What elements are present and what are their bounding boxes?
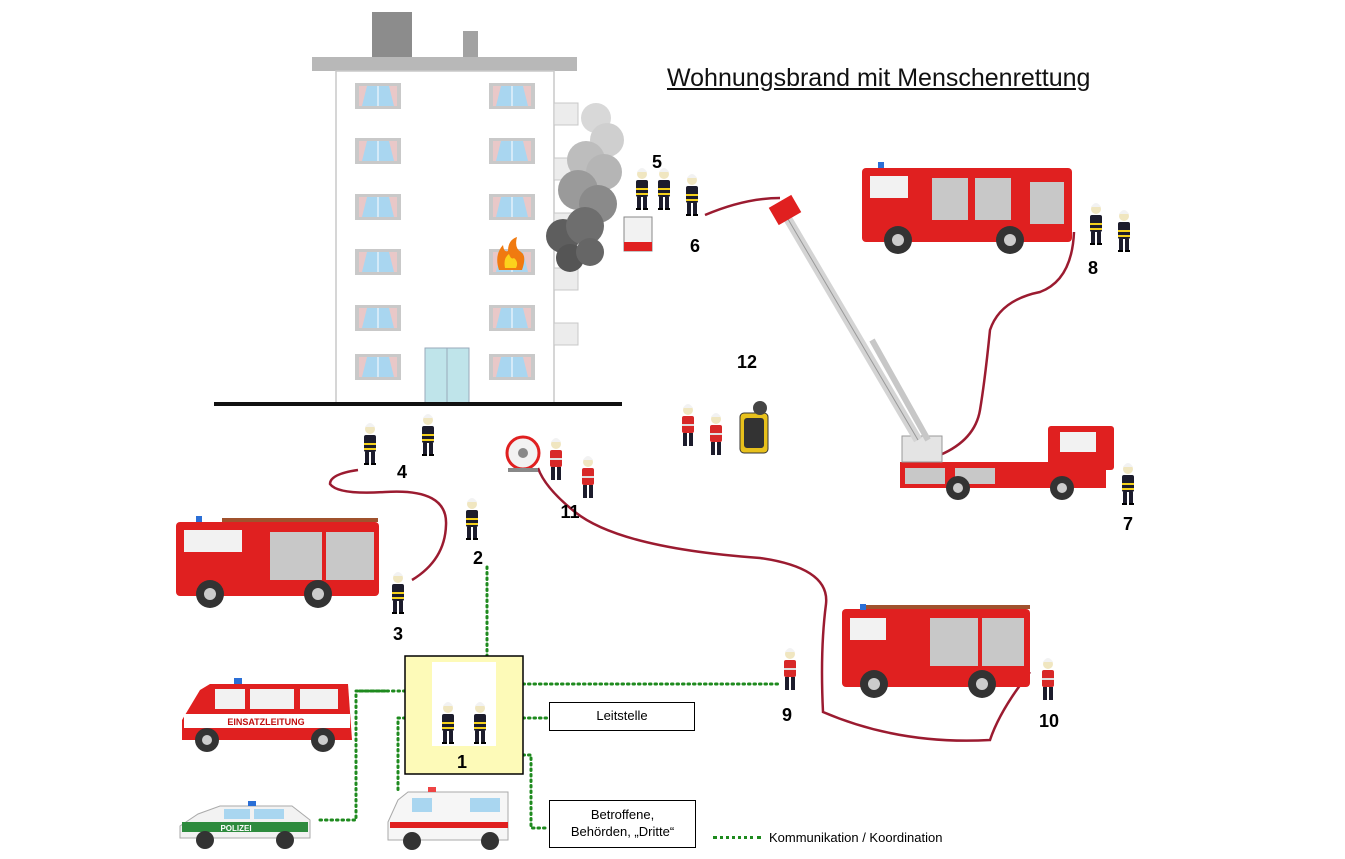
fan-icon xyxy=(505,435,541,472)
marker-3: 3 xyxy=(393,624,403,644)
marker-12: 12 xyxy=(737,352,757,372)
police-car xyxy=(179,801,311,849)
betroffene-box: Betroffene, Behörden, „Dritte“ xyxy=(549,800,696,848)
marker-2: 2 xyxy=(473,548,483,568)
marker-10: 10 xyxy=(1039,711,1059,731)
marker-11: 11 xyxy=(560,502,579,522)
marker-6: 6 xyxy=(690,236,700,256)
turntable-ladder xyxy=(623,194,1114,500)
fire-engine-10 xyxy=(842,604,1030,698)
leitstelle-box: Leitstelle xyxy=(549,702,695,731)
fire-icon xyxy=(497,237,525,270)
apartment-building xyxy=(214,12,622,406)
police-car-text: POLIZEI xyxy=(220,824,251,833)
betroffene-line1: Betroffene, xyxy=(590,807,655,822)
legend: Kommunikation / Koordination xyxy=(713,830,942,845)
marker-5: 5 xyxy=(652,152,662,172)
legend-label: Kommunikation / Koordination xyxy=(769,830,943,845)
communication-lines xyxy=(318,565,782,830)
fire-engine-3 xyxy=(176,516,379,608)
diagram-title: Wohnungsbrand mit Menschenrettung xyxy=(667,64,1091,92)
betroffene-line2: Behörden, „Dritte“ xyxy=(570,824,675,839)
number-markers: 1 2 3 4 5 6 7 8 9 10 11 12 xyxy=(393,152,1133,772)
smoke-cloud xyxy=(546,103,624,272)
hose-lines xyxy=(328,196,1076,742)
legend-dotted-line xyxy=(713,836,761,839)
ambulance xyxy=(387,787,509,850)
breathing-apparatus-icon xyxy=(739,401,769,454)
marker-4: 4 xyxy=(397,462,407,482)
marker-8: 8 xyxy=(1088,258,1098,278)
marker-9: 9 xyxy=(782,705,792,725)
command-van-text: EINSATZLEITUNG xyxy=(227,717,304,727)
command-van xyxy=(182,678,352,752)
marker-1: 1 xyxy=(457,752,467,772)
marker-7: 7 xyxy=(1123,514,1133,534)
fire-engine-8 xyxy=(862,162,1072,254)
leitstelle-label: Leitstelle xyxy=(596,708,648,723)
